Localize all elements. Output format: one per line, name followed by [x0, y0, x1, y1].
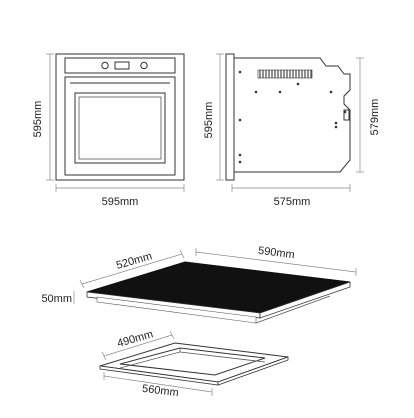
side-bracket — [343, 109, 350, 121]
cutout-panel-side — [217, 356, 289, 386]
oven-front-width-dimension: 595mm — [55, 184, 185, 208]
hob-height-label: 50mm — [41, 293, 72, 305]
oven-control-panel — [64, 57, 176, 74]
hob-underbody — [96, 296, 257, 324]
hob — [86, 261, 351, 324]
oven-side-depth-label: 575mm — [274, 196, 311, 208]
oven-front-body — [55, 53, 185, 181]
door-window — [74, 92, 166, 164]
oven-side-height-left-dimension: 595mm — [203, 53, 224, 181]
vent-grille — [257, 69, 313, 79]
hob-width-label: 590mm — [257, 245, 295, 261]
hob-side-edge — [259, 281, 351, 319]
oven-side-view — [225, 53, 351, 181]
cutout — [99, 342, 289, 386]
cutout-width-dimension: 560mm — [103, 372, 213, 399]
oven-side-height-right-dimension: 579mm — [356, 57, 381, 173]
cutout-hole — [119, 347, 266, 376]
oven-side-front-panel — [225, 53, 235, 181]
oven-front-width-label: 595mm — [102, 196, 139, 208]
oven-door — [64, 76, 176, 176]
oven-side-depth-dimension: 575mm — [231, 184, 351, 208]
oven-side-body — [234, 57, 351, 173]
oven-front-height-label: 595mm — [32, 101, 44, 138]
oven-side-height-right-label: 579mm — [369, 99, 381, 136]
display-window — [114, 61, 130, 70]
door-window-inner — [78, 96, 162, 160]
screw-dots — [238, 70, 347, 164]
cutout-width-label: 560mm — [141, 383, 179, 399]
hob-width-dimension: 590mm — [195, 245, 357, 276]
left-knob-icon — [101, 61, 109, 70]
hob-height-dimension: 50mm — [41, 291, 75, 305]
oven-side-height-left-label: 595mm — [203, 102, 215, 139]
oven-front-view — [55, 53, 185, 181]
oven-front-height-dimension: 595mm — [32, 53, 54, 181]
right-knob-icon — [140, 61, 148, 70]
